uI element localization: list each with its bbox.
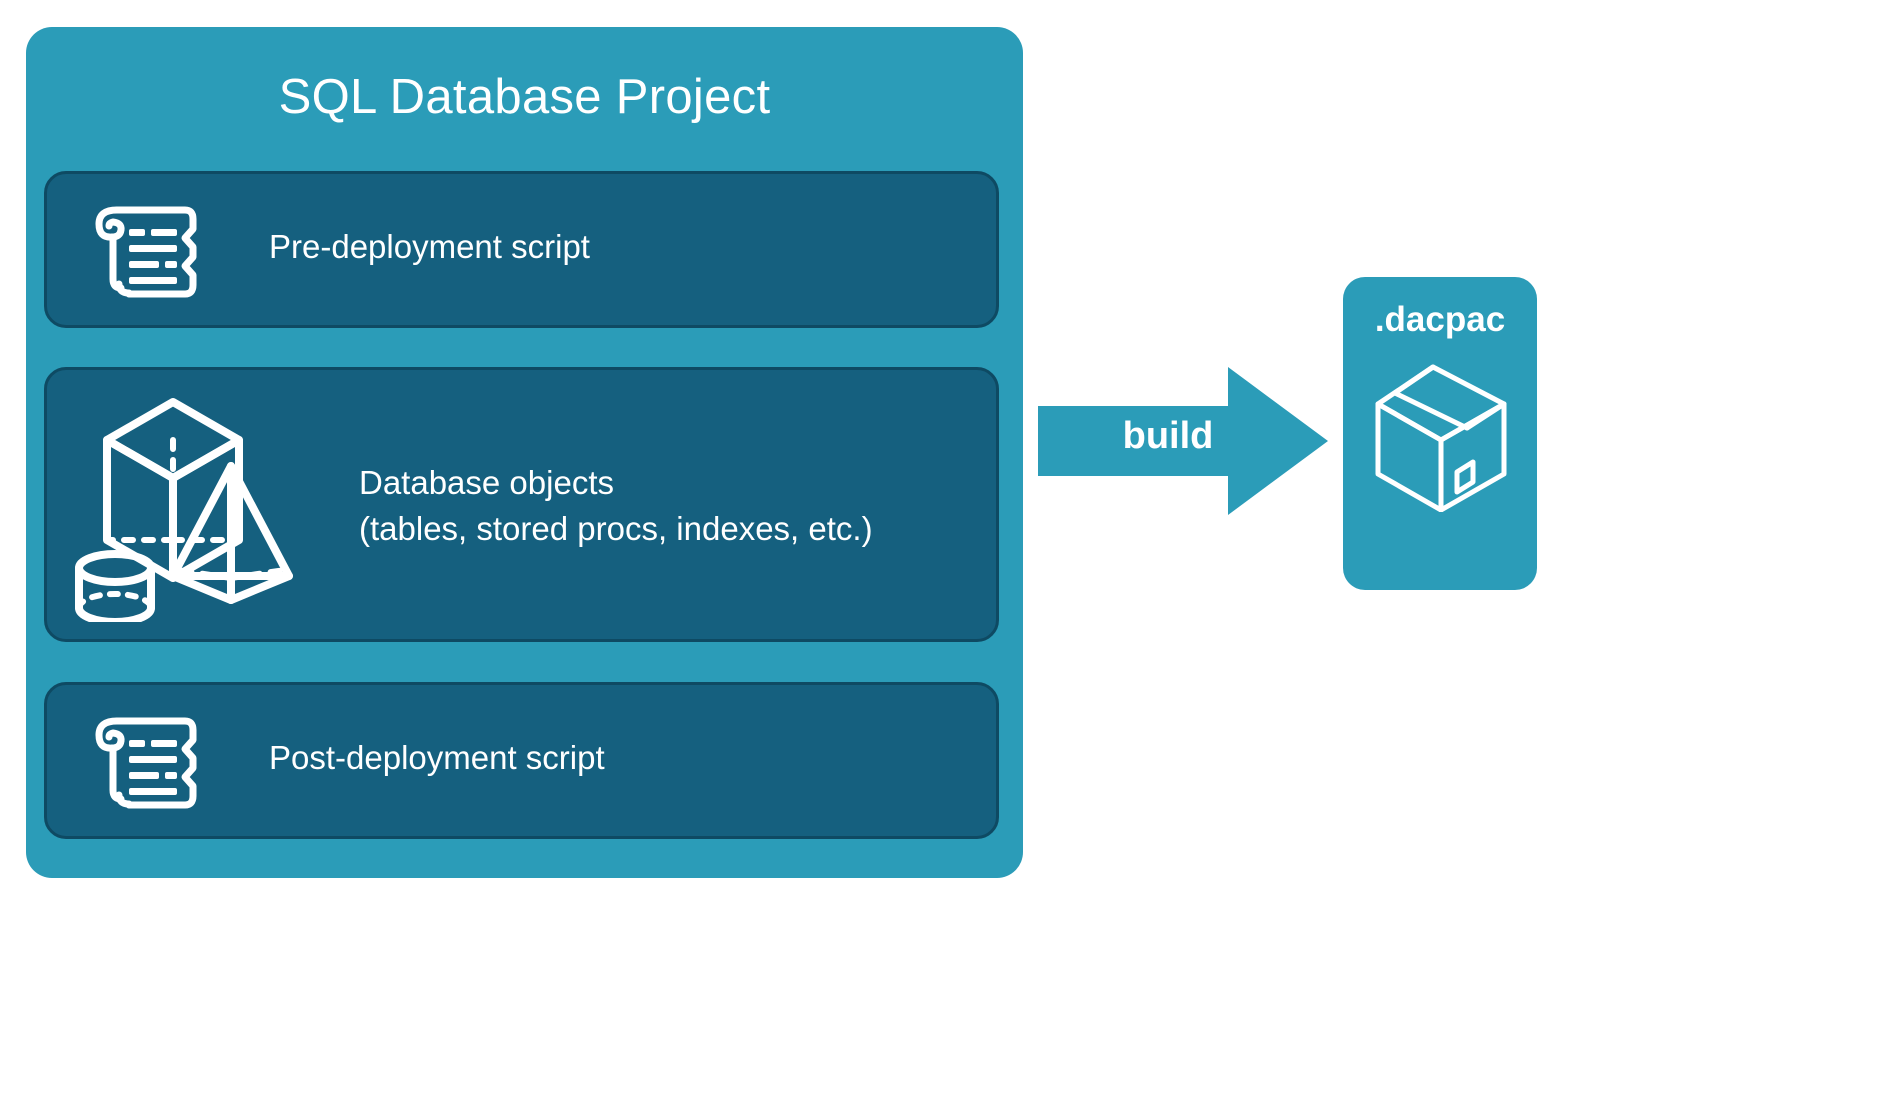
shapes-icon (65, 392, 305, 626)
page-title: SQL Database Project (278, 70, 771, 124)
dacpac-title: .dacpac (1374, 300, 1506, 339)
build-label: build (1122, 415, 1214, 457)
package-box-icon (1373, 362, 1509, 513)
panel-post-deployment[interactable]: Post-deployment script (44, 682, 999, 839)
sql-database-project-card: SQL Database Project (26, 27, 1023, 878)
scroll-icon (87, 196, 205, 306)
right-arrow-icon (1038, 367, 1328, 515)
panel-pre-deployment[interactable]: Pre-deployment script (44, 171, 999, 328)
panel-database-objects[interactable]: Database objects (tables, stored procs, … (44, 367, 999, 642)
panel-label-pre-deployment: Pre-deployment script (269, 228, 590, 265)
dacpac-output-card: .dacpac (1343, 277, 1537, 590)
panel-label-post-deployment: Post-deployment script (269, 739, 605, 776)
scroll-icon (87, 707, 205, 817)
panel-label-database-objects: Database objects (tables, stored procs, … (359, 464, 873, 547)
